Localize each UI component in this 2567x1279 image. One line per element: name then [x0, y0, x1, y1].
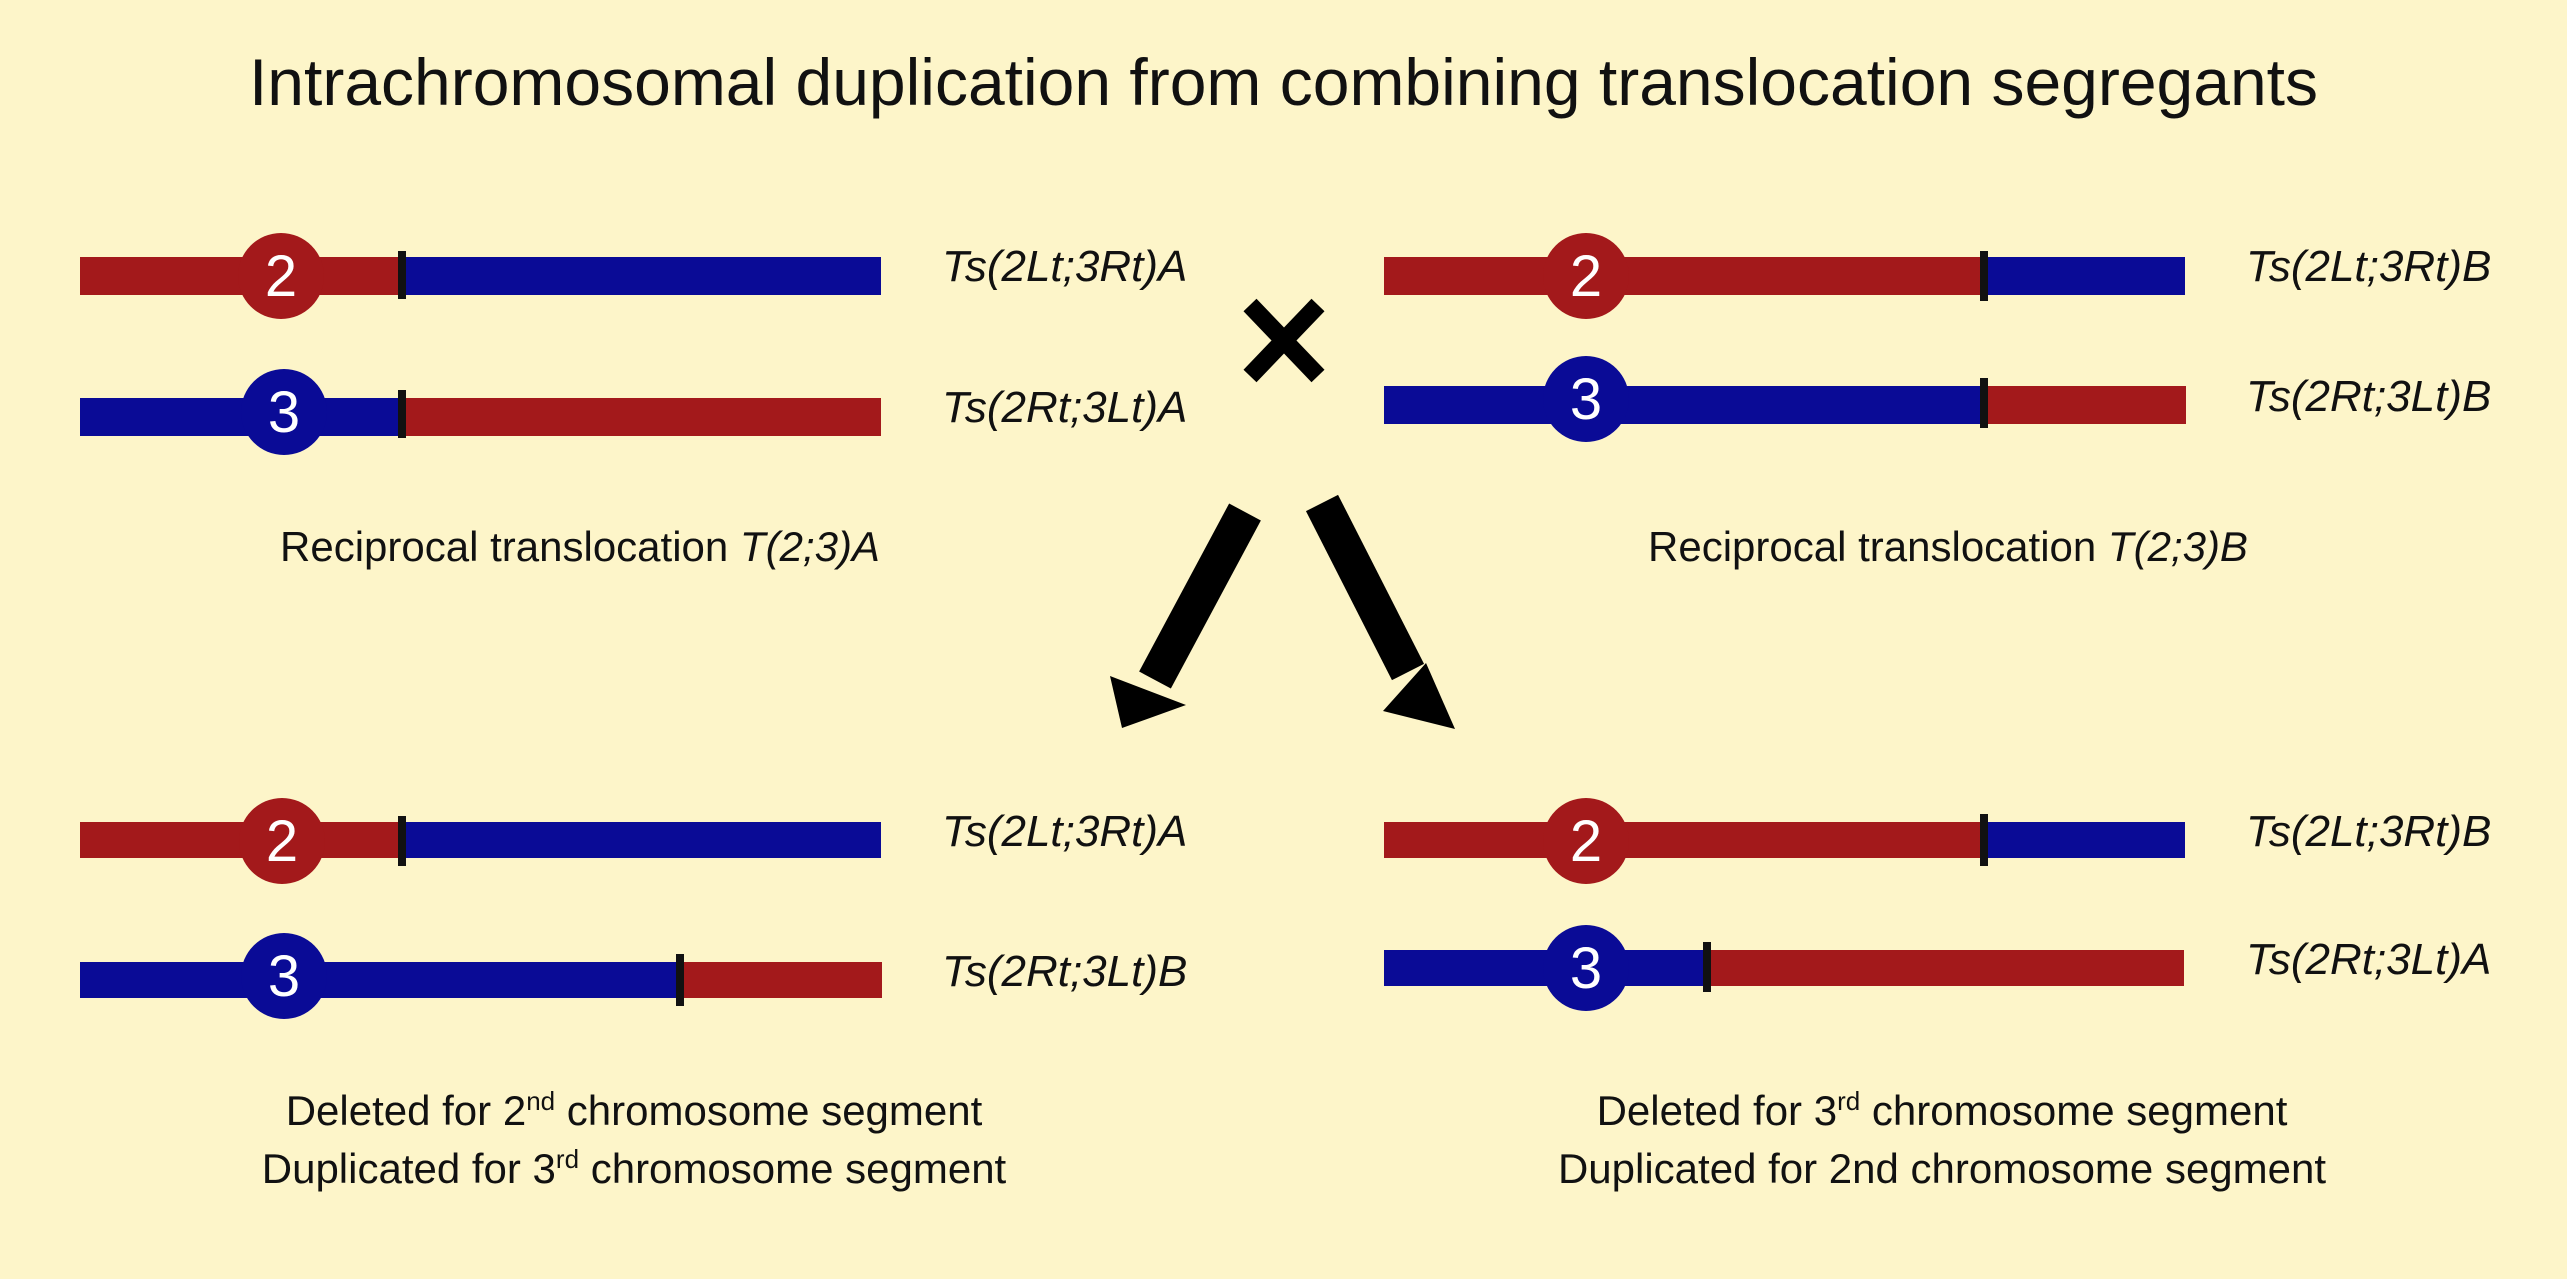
centromere-3	[241, 933, 327, 1019]
arm-blue	[1384, 386, 1984, 424]
centromere-label: 3	[268, 944, 300, 1009]
caption-line-duplicated: Duplicated for 3rd chromosome segment	[160, 1140, 1108, 1198]
caption-text: Deleted for 3	[1596, 1087, 1838, 1134]
label-bottom-right-2: Ts(2Rt;3Lt)A	[2246, 935, 2492, 984]
centromere-2	[1543, 233, 1629, 319]
breakpoint-mark	[676, 954, 684, 1006]
ordinal-suffix: rd	[555, 1144, 580, 1174]
centromere-2	[238, 233, 324, 319]
ordinal-suffix: rd	[1837, 1086, 1861, 1116]
centromere-3	[1543, 925, 1629, 1011]
label-top-right-1: Ts(2Lt;3Rt)B	[2246, 242, 2492, 291]
breakpoint-mark	[398, 251, 406, 299]
arm-red	[402, 398, 881, 436]
breakpoint-mark	[1980, 814, 1988, 866]
label-bottom-left-2: Ts(2Rt;3Lt)B	[942, 947, 1188, 996]
cross-icon	[1243, 298, 1325, 383]
page-title: Intrachromosomal duplication from combin…	[248, 45, 2319, 119]
centromere-3	[1543, 356, 1629, 442]
arm-blue	[402, 822, 881, 858]
centromere-label: 3	[1570, 367, 1602, 432]
label-top-right-2: Ts(2Rt;3Lt)B	[2246, 372, 2492, 421]
translocation-name: T(2;3)A	[739, 523, 880, 570]
caption-top-right: Reciprocal translocation T(2;3)B	[1528, 518, 2368, 576]
caption-text: chromosome segment	[579, 1145, 1007, 1192]
chromosome-bottom-left-2: 3	[80, 933, 882, 1019]
caption-line-duplicated: Duplicated for 2nd chromosome segment	[1557, 1145, 2327, 1192]
arrow-down-left-icon	[1110, 503, 1261, 728]
caption-line-deleted: Deleted for 3rd chromosome segment	[1468, 1082, 2416, 1140]
arm-red	[1707, 950, 2184, 986]
caption-text: Deleted for 2	[285, 1087, 527, 1134]
chromosome-bottom-right-2: 3	[1384, 925, 2184, 1011]
centromere-label: 2	[266, 809, 298, 874]
arm-blue	[80, 398, 402, 436]
chromosome-top-left-1: 2	[80, 233, 881, 319]
centromere-label: 2	[1570, 809, 1602, 874]
caption-bottom-left: Deleted for 2nd chromosome segment Dupli…	[160, 1082, 1108, 1198]
breakpoint-mark	[398, 390, 406, 438]
arrow-down-right-icon	[1305, 494, 1455, 729]
caption-prefix: Reciprocal translocation	[280, 523, 740, 570]
caption-top-left: Reciprocal translocation T(2;3)A	[160, 518, 1000, 576]
centromere-label: 2	[1570, 244, 1602, 309]
arm-red	[1384, 822, 1984, 858]
centromere-2	[239, 798, 325, 884]
chromosome-top-right-1: 2	[1384, 233, 2185, 319]
breakpoint-mark	[1980, 378, 1988, 428]
caption-text: chromosome segment	[555, 1087, 983, 1134]
caption-prefix: Reciprocal translocation	[1648, 523, 2108, 570]
breakpoint-mark	[398, 816, 406, 866]
caption-text: Duplicated for 3	[261, 1145, 556, 1192]
centromere-label: 2	[265, 244, 297, 309]
label-bottom-right-1: Ts(2Lt;3Rt)B	[2246, 807, 2492, 856]
arm-blue	[80, 962, 680, 998]
arm-blue	[402, 257, 881, 295]
breakpoint-mark	[1703, 942, 1711, 992]
chromosome-top-right-2: 3	[1384, 356, 2186, 442]
caption-line-deleted: Deleted for 2nd chromosome segment	[160, 1082, 1108, 1140]
caption-bottom-right: Deleted for 3rd chromosome segment Dupli…	[1468, 1082, 2416, 1198]
arm-red	[680, 962, 882, 998]
centromere-2	[1543, 798, 1629, 884]
arm-red	[1984, 386, 2186, 424]
arm-blue	[1984, 822, 2185, 858]
translocation-name: T(2;3)B	[2107, 523, 2248, 570]
label-top-left-1: Ts(2Lt;3Rt)A	[942, 242, 1188, 291]
chromosome-bottom-left-1: 2	[80, 798, 881, 884]
chromosome-top-left-2: 3	[80, 369, 881, 455]
arm-blue	[1984, 257, 2185, 295]
centromere-3	[241, 369, 327, 455]
label-top-left-2: Ts(2Rt;3Lt)A	[942, 383, 1188, 432]
centromere-label: 3	[1570, 936, 1602, 1001]
centromere-label: 3	[268, 380, 300, 445]
breakpoint-mark	[1980, 251, 1988, 301]
arm-red	[1384, 257, 1984, 295]
caption-text: chromosome segment	[1860, 1087, 2288, 1134]
label-bottom-left-1: Ts(2Lt;3Rt)A	[942, 807, 1188, 856]
ordinal-suffix: nd	[526, 1086, 556, 1116]
chromosome-bottom-right-1: 2	[1384, 798, 2185, 884]
